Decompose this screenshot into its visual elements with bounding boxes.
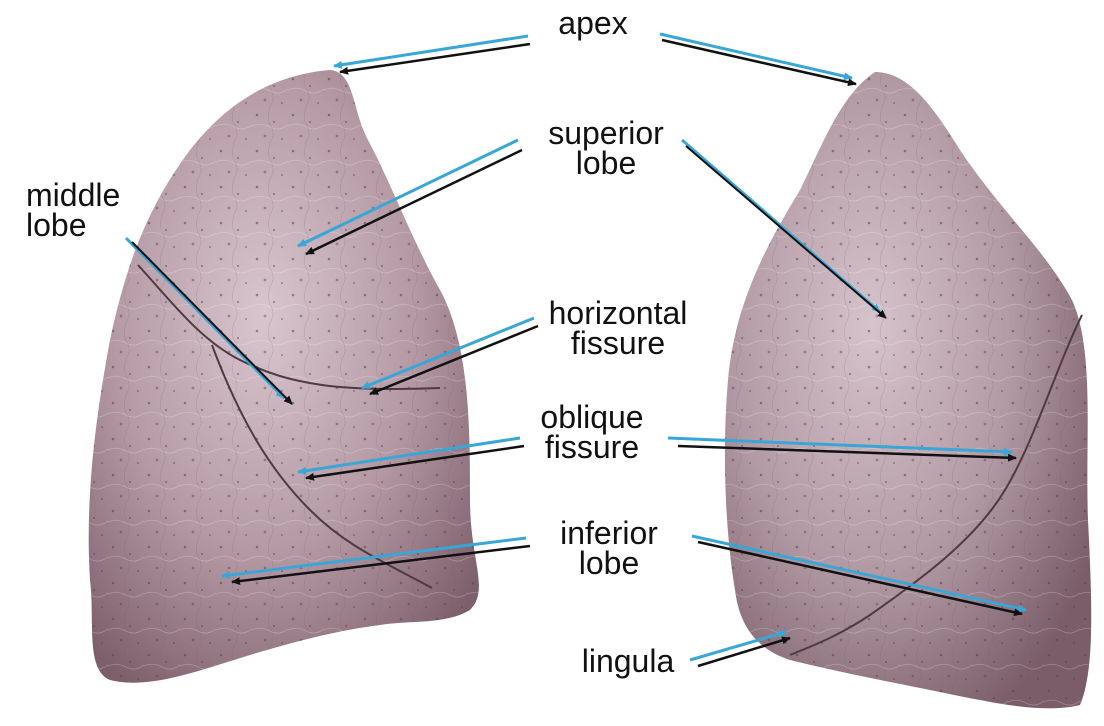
label-middle-lobe: middle lobe bbox=[26, 180, 146, 240]
label-inferior-lobe: inferior lobe bbox=[546, 518, 672, 578]
arrow-apex-right-lung bbox=[334, 36, 530, 72]
label-oblique-fissure: oblique fissure bbox=[530, 402, 654, 462]
label-lingula: lingula bbox=[566, 646, 690, 676]
label-apex: apex bbox=[548, 8, 638, 38]
left-lung bbox=[725, 72, 1091, 708]
arrow-apex-left-lung bbox=[660, 34, 856, 84]
label-superior-lobe: superior lobe bbox=[536, 118, 676, 178]
label-horizontal-fissure: horizontal fissure bbox=[540, 298, 696, 358]
right-lung bbox=[89, 70, 479, 683]
